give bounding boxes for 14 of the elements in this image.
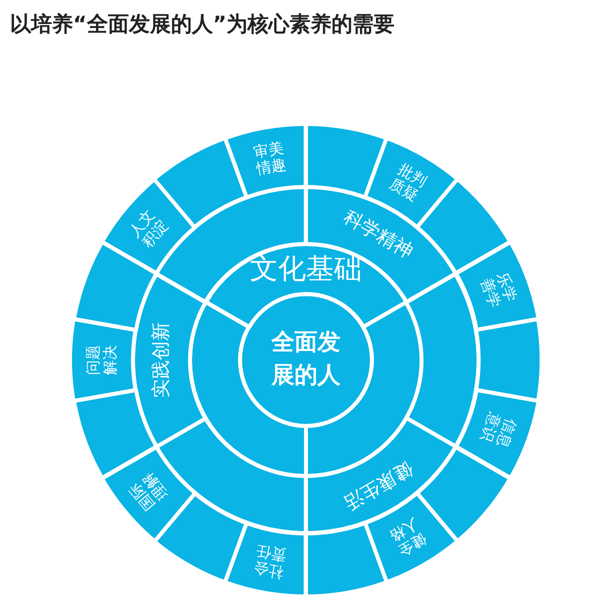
segment-label: 批判质疑	[386, 160, 430, 206]
segment-label: 社会责任	[252, 542, 289, 582]
segment-label: 健全人格	[386, 514, 430, 560]
segment-label: 实践创新	[150, 322, 172, 398]
segment-label: 信息意识	[476, 410, 520, 450]
title: 以培养“全面发展的人”为核心素养的需要	[10, 11, 395, 38]
segment-label: 乐学善学	[476, 270, 520, 310]
center-label: 全面发展的人	[270, 328, 342, 391]
segment-label: 国际理解	[126, 468, 172, 514]
segment-label: 人文积淀	[126, 206, 172, 252]
segment-label: 问题解决	[84, 344, 119, 376]
segment-label: 审美情趣	[252, 138, 289, 178]
segment-label: 文化基础	[250, 252, 362, 286]
segment-label: 健康生活	[340, 456, 417, 514]
